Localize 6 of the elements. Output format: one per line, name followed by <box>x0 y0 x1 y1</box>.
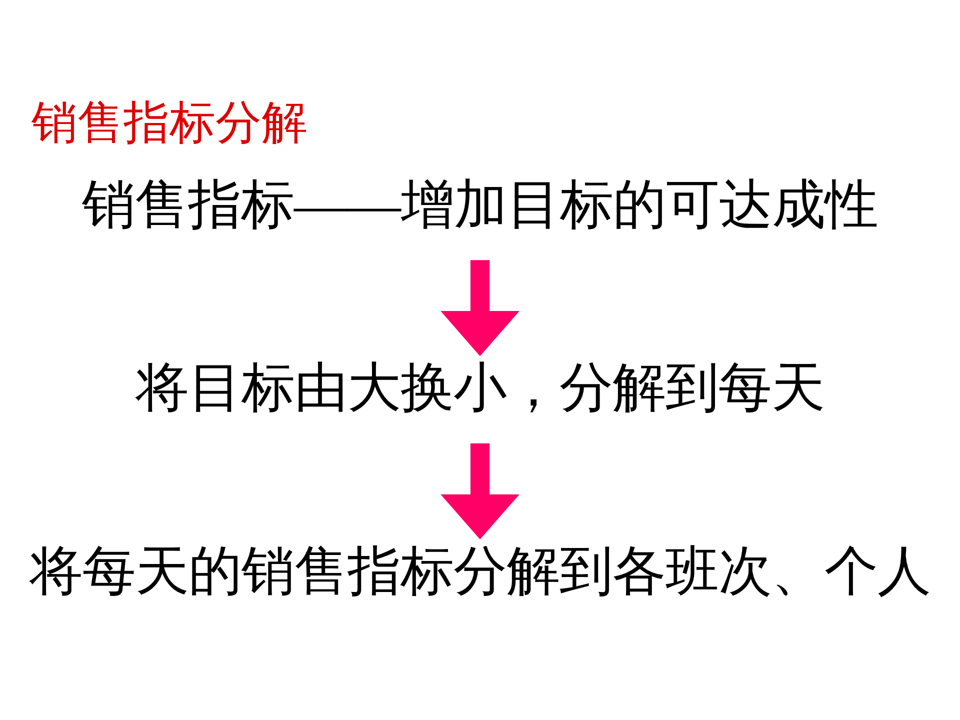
node-text: 销售指标——增加目标的可达成性 <box>82 174 878 234</box>
arrow <box>440 260 520 356</box>
diagram-title: 销售指标分解 <box>32 94 308 149</box>
node-text: 将目标由大换小，分解到每天 <box>136 358 824 418</box>
node-text: 将每天的销售指标分解到各班次、个人 <box>30 540 930 601</box>
arrow <box>440 443 520 540</box>
